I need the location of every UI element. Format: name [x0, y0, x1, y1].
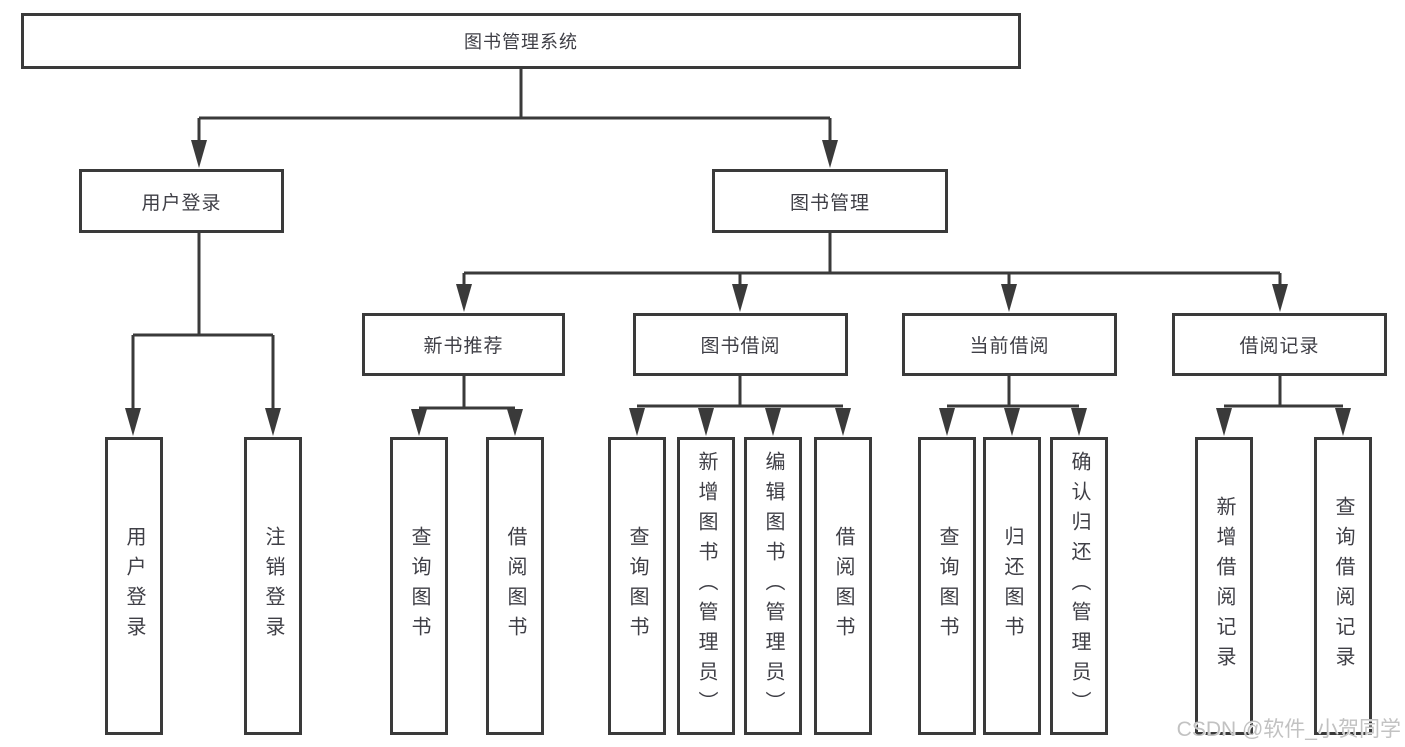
leaf-add-borrow-record: 新增借阅记录: [1195, 437, 1253, 735]
node-new-book-recommend: 新书推荐: [362, 313, 565, 376]
node-label: 确认归还（管理员）: [1068, 451, 1090, 721]
leaf-query-books-current: 查询图书: [918, 437, 976, 735]
node-root-system: 图书管理系统: [21, 13, 1021, 69]
node-book-borrow: 图书借阅: [633, 313, 848, 376]
node-label: 查询图书: [936, 526, 958, 646]
node-label: 查询图书: [408, 526, 430, 646]
node-label: 图书管理: [789, 192, 870, 214]
csdn-watermark: CSDN @软件_小贺同学: [1176, 718, 1401, 741]
leaf-edit-books-admin: 编辑图书（管理员）: [744, 437, 802, 735]
node-label: 当前借阅: [969, 336, 1050, 357]
node-label: 新书推荐: [423, 336, 504, 357]
node-label: 图书借阅: [700, 336, 781, 357]
leaf-return-books: 归还图书: [983, 437, 1041, 735]
node-label: 借阅记录: [1239, 336, 1320, 357]
node-borrow-records: 借阅记录: [1172, 313, 1387, 376]
node-label: 借阅图书: [504, 526, 526, 646]
node-label: 注销登录: [262, 526, 284, 646]
leaf-logout: 注销登录: [244, 437, 302, 735]
leaf-confirm-return-admin: 确认归还（管理员）: [1050, 437, 1108, 735]
node-label: 用户登录: [123, 526, 145, 646]
node-book-management: 图书管理: [712, 169, 948, 233]
node-label: 新增借阅记录: [1213, 496, 1235, 676]
leaf-borrow-books: 借阅图书: [814, 437, 872, 735]
node-user-login-branch: 用户登录: [79, 169, 284, 233]
leaf-user-login: 用户登录: [105, 437, 163, 735]
leaf-query-borrow-record: 查询借阅记录: [1314, 437, 1372, 735]
node-label: 查询图书: [626, 526, 648, 646]
node-label: 借阅图书: [832, 526, 854, 646]
node-label: 查询借阅记录: [1332, 496, 1354, 676]
leaf-add-books-admin: 新增图书（管理员）: [677, 437, 735, 735]
node-current-borrow: 当前借阅: [902, 313, 1117, 376]
node-label: 图书管理系统: [464, 32, 578, 52]
node-label: 编辑图书（管理员）: [762, 451, 784, 721]
leaf-query-books-borrow: 查询图书: [608, 437, 666, 735]
leaf-borrow-books-recommend: 借阅图书: [486, 437, 544, 735]
node-label: 归还图书: [1001, 526, 1023, 646]
leaf-query-books-recommend: 查询图书: [390, 437, 448, 735]
node-label: 新增图书（管理员）: [695, 451, 717, 721]
node-label: 用户登录: [141, 192, 222, 214]
